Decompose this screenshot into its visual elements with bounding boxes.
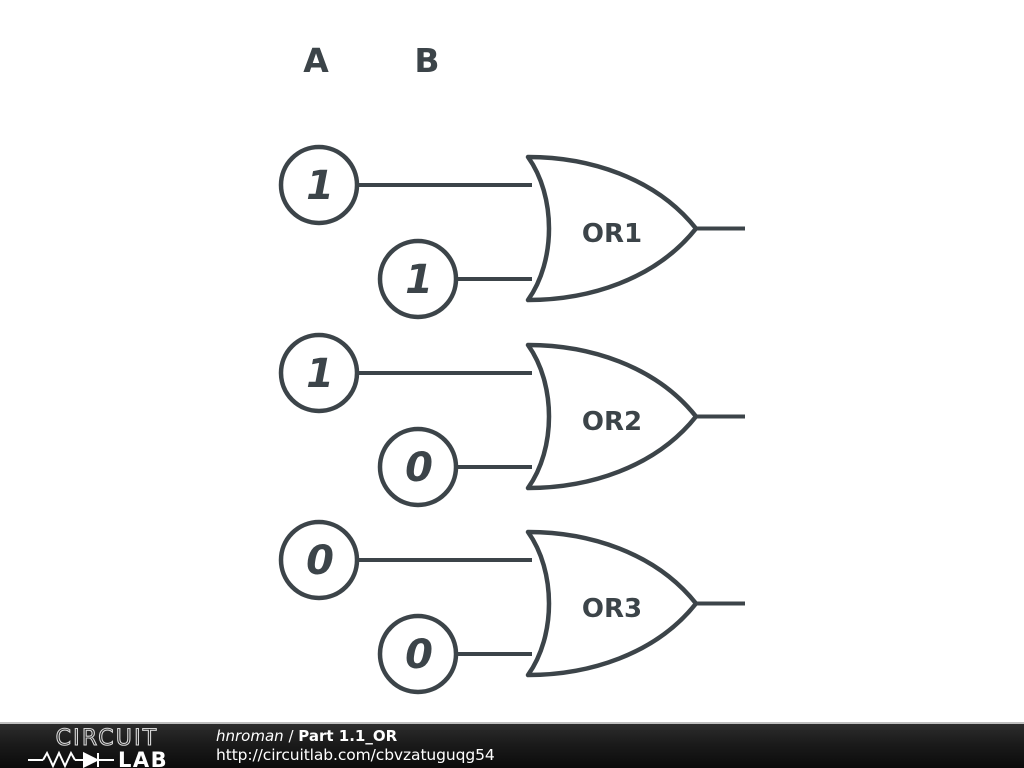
input-pin-a-or1[interactable] xyxy=(278,144,360,226)
footer-title: Part 1.1_OR xyxy=(298,727,398,745)
input-value-a-or3: 0 xyxy=(306,538,334,584)
column-label-a: A xyxy=(303,41,329,80)
footer-author: hnroman xyxy=(216,727,284,745)
footer-separator: / xyxy=(288,727,294,745)
footer-credit-line: hnroman / Part 1.1_OR xyxy=(216,727,495,746)
input-pin-a-or2[interactable] xyxy=(278,332,360,414)
circuit-schematic: A B OR1 1 1 OR2 xyxy=(278,41,745,695)
input-value-b-or2: 0 xyxy=(405,445,433,491)
gate-group-or1: OR1 1 1 xyxy=(278,144,745,320)
gate-label-or2: OR2 xyxy=(582,407,642,437)
or-gate-body-or1 xyxy=(525,154,699,303)
or-gate-body-or2 xyxy=(525,342,699,491)
gate-group-or2: OR2 1 0 xyxy=(278,332,745,508)
or-gate-body-or3 xyxy=(525,529,699,678)
input-pin-b-or1[interactable] xyxy=(377,238,459,320)
logo-resistor-diode-icon xyxy=(28,750,114,768)
input-value-a-or2: 1 xyxy=(306,351,334,397)
footer-bar: CIRCUIT LAB hnroman / Part 1.1_OR http:/… xyxy=(0,722,1024,768)
logo-lab-text: LAB xyxy=(118,748,168,768)
circuitlab-logo[interactable]: CIRCUIT LAB xyxy=(22,726,192,768)
schematic-canvas: A B OR1 1 1 OR2 xyxy=(278,41,745,695)
gate-label-or3: OR3 xyxy=(582,594,642,624)
input-pin-b-or3[interactable] xyxy=(377,613,459,695)
input-value-b-or3: 0 xyxy=(405,632,433,678)
input-value-a-or1: 1 xyxy=(306,163,334,209)
logo-circuit-text: CIRCUIT xyxy=(56,726,159,751)
gate-label-or1: OR1 xyxy=(582,219,642,249)
footer-credits: hnroman / Part 1.1_OR http://circuitlab.… xyxy=(216,727,495,765)
input-pin-a-or3[interactable] xyxy=(278,519,360,601)
footer-url[interactable]: http://circuitlab.com/cbvzatuguqg54 xyxy=(216,746,495,764)
input-pin-b-or2[interactable] xyxy=(377,426,459,508)
column-label-b: B xyxy=(414,41,439,80)
gate-group-or3: OR3 0 0 xyxy=(278,519,745,695)
input-value-b-or1: 1 xyxy=(405,257,433,303)
